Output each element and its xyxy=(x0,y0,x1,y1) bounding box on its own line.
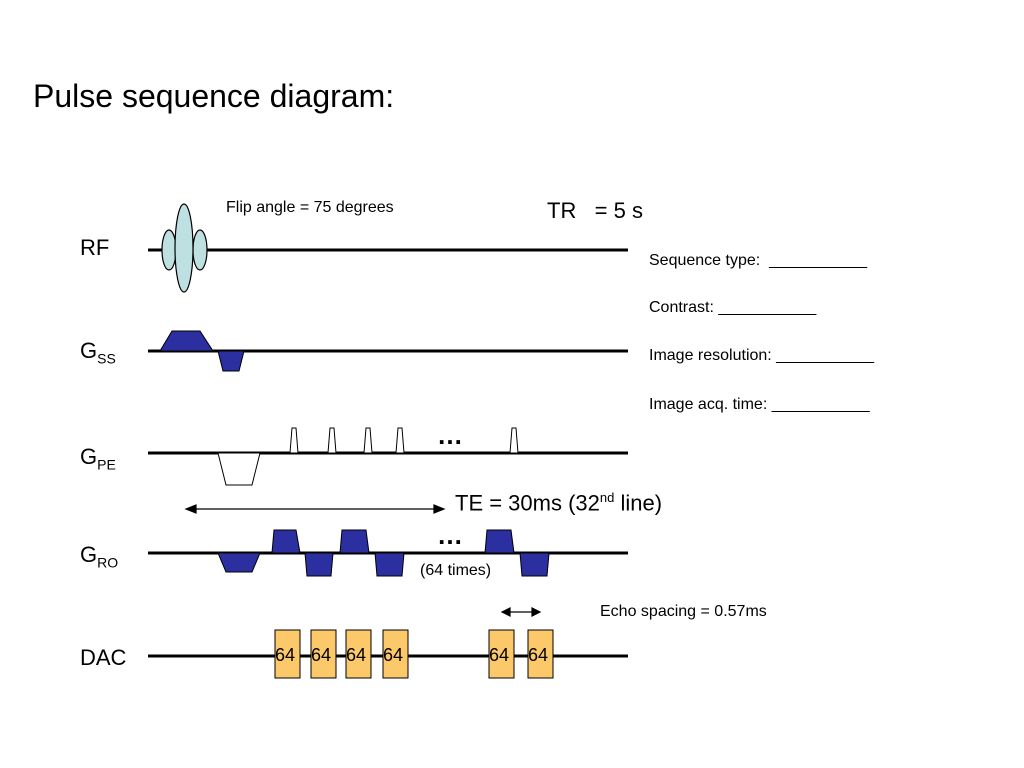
tr-label: TR = 5 s xyxy=(547,198,643,223)
dac-window xyxy=(345,629,372,679)
channel-label-gss: GSS xyxy=(80,338,116,367)
dac-label: 64 xyxy=(489,645,510,665)
gss-slice-select-lobe xyxy=(159,330,214,352)
gro-ellipsis: … xyxy=(437,520,464,550)
gro-readout-lobes xyxy=(217,529,550,577)
dac-label: 64 xyxy=(275,645,296,665)
channel-label-rf: RF xyxy=(80,235,110,260)
dac-window xyxy=(310,629,337,679)
question-image-resolution: Image resolution: ___________ xyxy=(649,347,875,364)
gpe-prephaser xyxy=(217,452,261,486)
dac-label: 64 xyxy=(346,645,367,665)
flip-angle-label: Flip angle = 75 degrees xyxy=(226,199,394,216)
dac-window xyxy=(274,629,301,679)
echo-spacing-arrow xyxy=(500,607,542,617)
te-label: TE = 30ms (32nd line) xyxy=(455,490,663,516)
page-title: Pulse sequence diagram: xyxy=(33,78,395,114)
dac-label: 64 xyxy=(528,645,549,665)
dac-label: 64 xyxy=(311,645,332,665)
gss-refocus-lobe xyxy=(217,350,245,372)
question-image-acq-time: Image acq. time: ___________ xyxy=(649,396,870,413)
channel-label-gpe: GPE xyxy=(80,444,116,473)
echo-spacing-label: Echo spacing = 0.57ms xyxy=(600,603,767,620)
channel-label-gro: GRO xyxy=(80,542,119,571)
gpe-ellipsis: … xyxy=(437,420,464,450)
question-contrast: Contrast: ___________ xyxy=(649,299,817,316)
gpe-blips xyxy=(289,427,519,454)
dac-window xyxy=(382,629,409,679)
question-sequence-type: Sequence type: ___________ xyxy=(649,252,867,269)
channel-label-dac: DAC xyxy=(80,645,127,670)
dac-windows xyxy=(274,629,554,679)
repeat-count-label: (64 times) xyxy=(420,562,492,579)
dac-window xyxy=(488,629,515,679)
rf-pulse xyxy=(161,203,208,293)
te-arrow xyxy=(184,504,446,514)
dac-window xyxy=(527,629,554,679)
dac-label: 64 xyxy=(383,645,404,665)
